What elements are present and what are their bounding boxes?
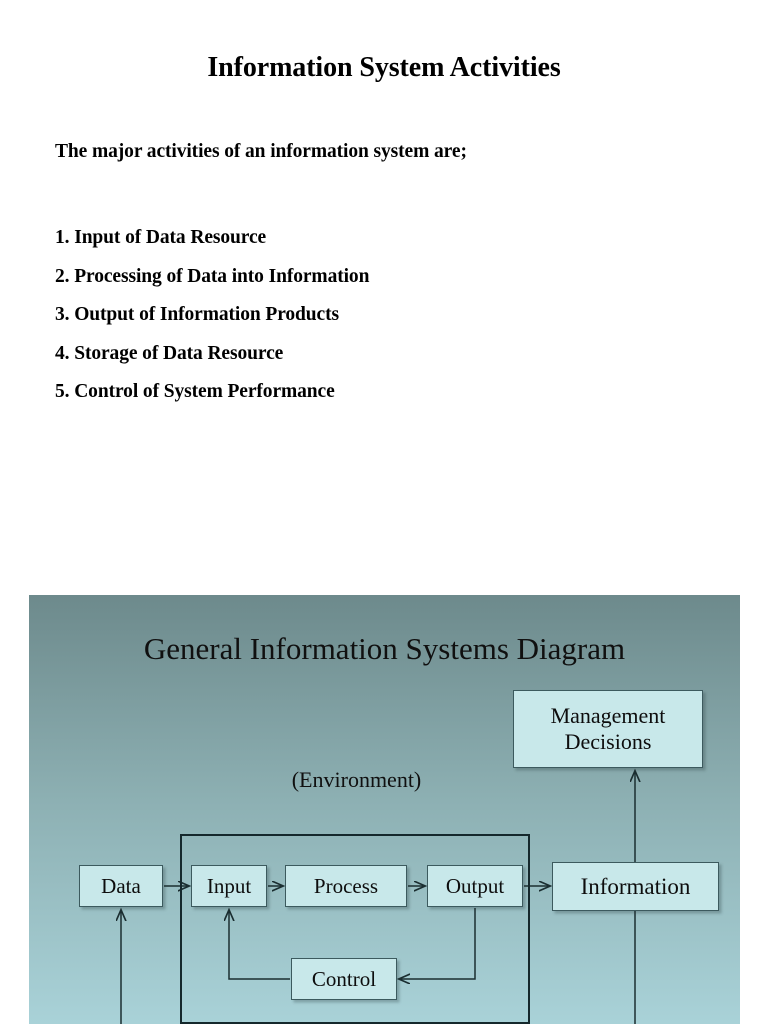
node-label: Input (206, 873, 252, 898)
general-information-systems-diagram: General Information Systems Diagram (Env… (29, 595, 740, 1024)
system-boundary-box (180, 834, 530, 1024)
node-control[interactable]: Control (291, 958, 397, 1000)
list-item: 1. Input of Data Resource (55, 227, 267, 248)
node-label: Output (445, 873, 505, 898)
text-slide: Information System Activities The major … (55, 52, 655, 412)
list-item: 5. Control of System Performance (55, 381, 335, 402)
intro-paragraph: The major activities of an information s… (55, 141, 467, 162)
node-process[interactable]: Process (285, 865, 407, 907)
page-title: Information System Activities (207, 52, 561, 83)
node-label-line1: Management (550, 703, 666, 729)
node-label: Process (313, 873, 379, 898)
node-label: Control (311, 966, 377, 991)
node-data[interactable]: Data (79, 865, 163, 907)
node-information[interactable]: Information (552, 862, 719, 911)
node-input[interactable]: Input (191, 865, 267, 907)
node-label: Information (580, 873, 691, 899)
node-label: Data (101, 873, 141, 898)
list-item: 4. Storage of Data Resource (55, 342, 284, 364)
node-output[interactable]: Output (427, 865, 523, 907)
diagram-title: General Information Systems Diagram (143, 631, 626, 666)
node-label-line2: Decisions (564, 729, 652, 754)
list-item: 3. Output of Information Products (55, 304, 339, 325)
node-management-decisions[interactable]: Management Decisions (513, 690, 703, 768)
list-item: 2. Processing of Data into Information (55, 265, 370, 287)
activity-list: 1. Input of Data Resource 2. Processing … (55, 219, 655, 412)
environment-label: (Environment) (291, 767, 422, 792)
